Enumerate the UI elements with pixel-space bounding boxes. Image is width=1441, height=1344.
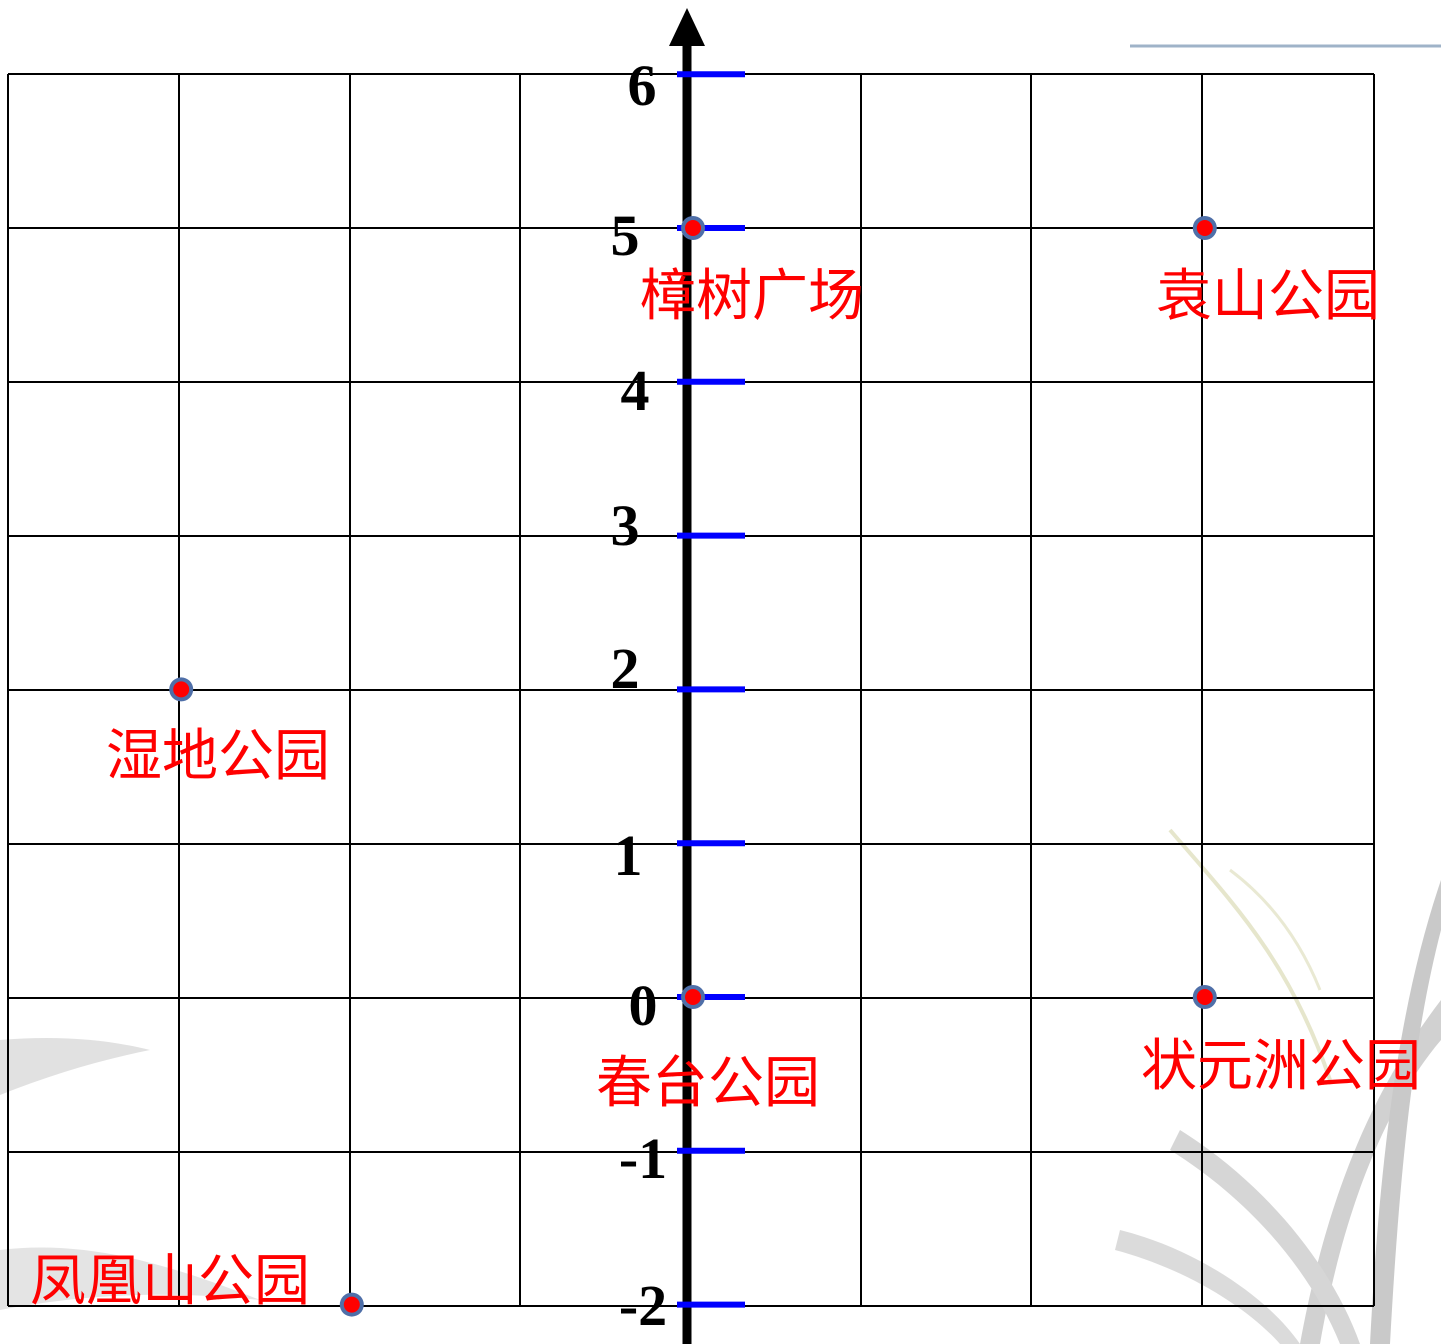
place-points [169, 216, 1217, 1317]
y-axis [669, 8, 705, 1344]
place-label: 樟树广场 [640, 264, 864, 329]
place-label: 袁山公园 [1156, 264, 1380, 329]
tick-label: 4 [621, 358, 650, 423]
axis-tick-labels: 6 5 4 3 2 1 0 -1 -2 [611, 53, 668, 1338]
place-label: 春台公园 [596, 1051, 820, 1116]
place-label: 湿地公园 [106, 724, 330, 789]
place-point [681, 985, 705, 1009]
place-point [169, 677, 194, 702]
place-point [681, 216, 705, 240]
tick-label: -1 [619, 1126, 667, 1191]
place-label: 状元洲公园 [1141, 1034, 1421, 1099]
tick-label: 3 [611, 493, 640, 558]
tick-label: 6 [628, 53, 657, 118]
axis-arrow-icon [669, 8, 705, 46]
tick-label: 0 [629, 973, 658, 1038]
place-label: 凤凰山公园 [30, 1249, 310, 1314]
orchid-decoration-icon [0, 828, 1441, 1344]
place-point [1192, 216, 1217, 240]
tick-label: 1 [614, 823, 643, 888]
tick-label: 5 [611, 203, 640, 268]
tick-label: 2 [611, 636, 640, 701]
place-point [1192, 985, 1217, 1009]
tick-label: -2 [619, 1273, 667, 1338]
place-point [339, 1292, 364, 1317]
